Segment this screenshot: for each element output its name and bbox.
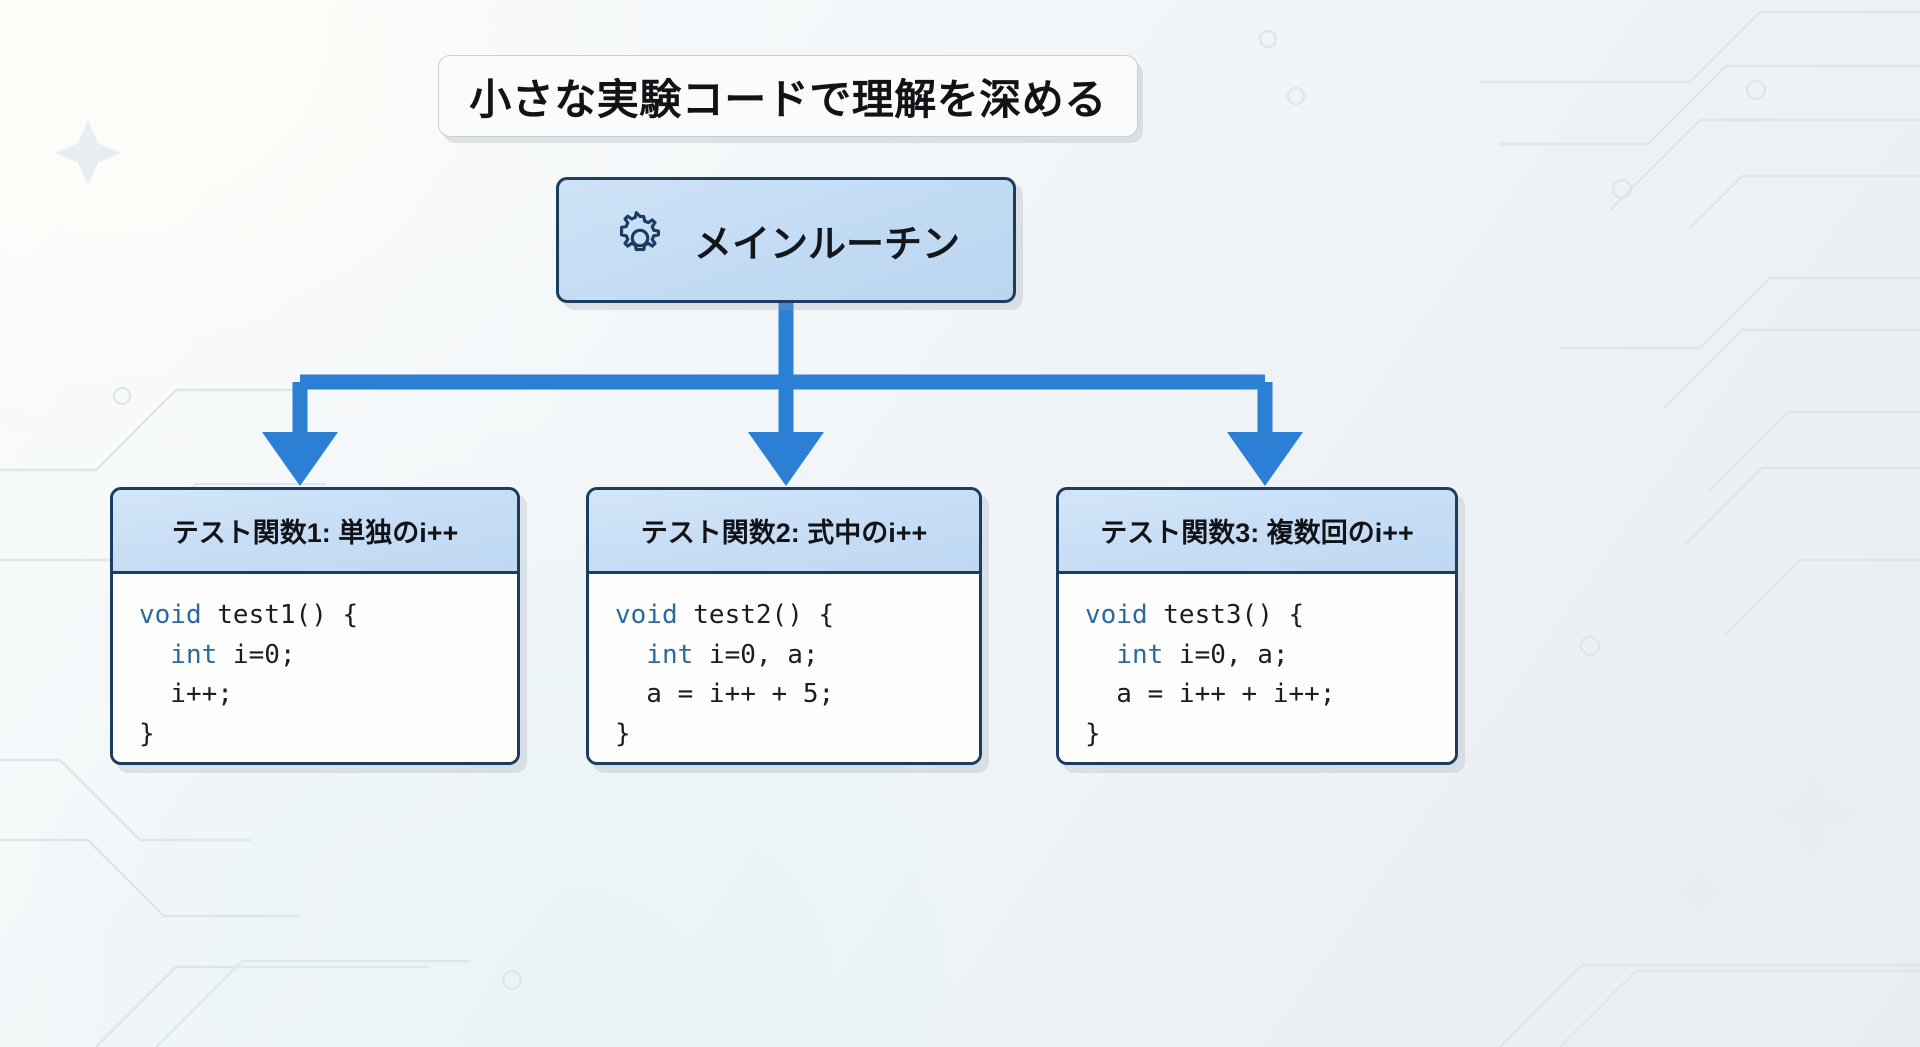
box-1-header: テスト関数1: 単独のi++ <box>113 490 517 574</box>
box-1-code: void test1() { int i=0; i++; } <box>113 574 517 762</box>
main-routine-node[interactable]: メインルーチン <box>556 177 1016 303</box>
box-3-title: テスト関数3: 複数回のi++ <box>1100 518 1414 548</box>
diagram-title-card: 小さな実験コードで理解を深める <box>438 55 1138 137</box>
box-1-title: テスト関数1: 単独のi++ <box>171 518 459 548</box>
main-routine-label: メインルーチン <box>693 223 960 266</box>
box-3-code: void test3() { int i=0, a; a = i++ + i++… <box>1059 574 1455 762</box>
test-function-box-2[interactable]: テスト関数2: 式中のi++ void test2() { int i=0, a… <box>586 487 982 765</box>
box-2-title: テスト関数2: 式中のi++ <box>640 518 928 548</box>
test-function-box-3[interactable]: テスト関数3: 複数回のi++ void test3() { int i=0, … <box>1056 487 1458 765</box>
page-title: 小さな実験コードで理解を深める <box>469 75 1107 123</box>
test-function-box-1[interactable]: テスト関数1: 単独のi++ void test1() { int i=0; i… <box>110 487 520 765</box>
gear-icon <box>612 210 668 271</box>
box-2-code: void test2() { int i=0, a; a = i++ + 5; … <box>589 574 979 762</box>
box-2-header: テスト関数2: 式中のi++ <box>589 490 979 574</box>
box-3-header: テスト関数3: 複数回のi++ <box>1059 490 1455 574</box>
